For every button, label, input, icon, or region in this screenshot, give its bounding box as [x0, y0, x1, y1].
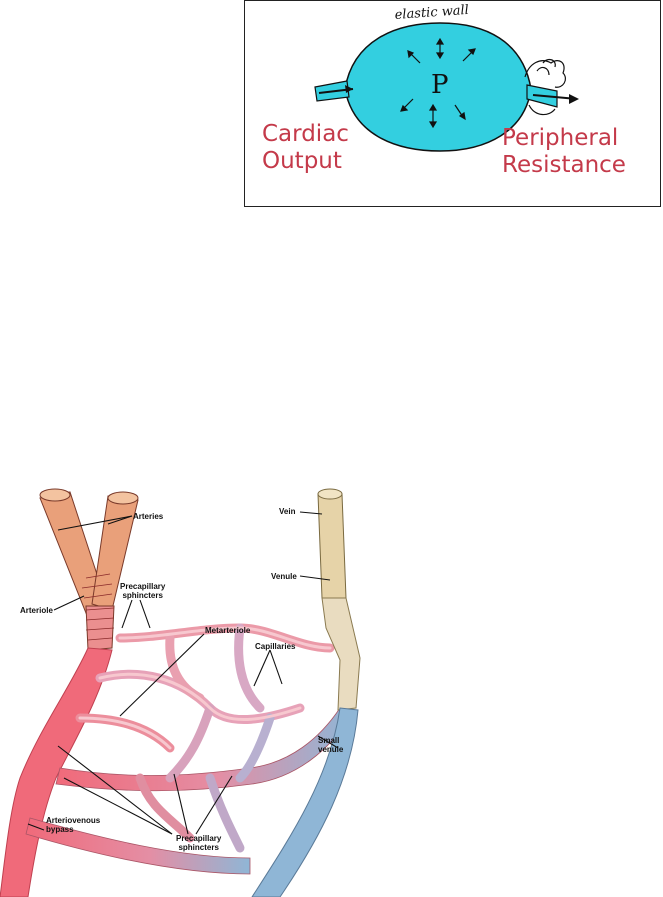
arteriole-label: Arteriole: [20, 606, 53, 615]
precapillary-sphincters-bottom-label: Precapillary sphincters: [176, 834, 221, 852]
metarteriole-label: Metarteriole: [205, 626, 250, 635]
cardiac-output-label: Cardiac Output: [262, 121, 349, 175]
peripheral-resistance-label: Peripheral Resistance: [502, 125, 626, 179]
venule-label: Venule: [271, 572, 297, 581]
capillaries-label: Capillaries: [255, 642, 295, 651]
vein: [318, 489, 346, 598]
microcirculation-figure: Arteries Arteriole Precapillary sphincte…: [0, 478, 380, 897]
small-venule-label: Small venule: [318, 736, 343, 754]
capillary-network: [80, 628, 330, 848]
pressure-reservoir-figure: P elastic wall Cardiac Output Peripheral…: [244, 0, 661, 207]
arteries-label: Arteries: [133, 512, 163, 521]
pressure-symbol: P: [431, 70, 449, 100]
venule: [322, 598, 360, 710]
precapillary-sphincters-top-label: Precapillary sphincters: [120, 582, 165, 600]
elastic-wall-label: elastic wall: [394, 3, 469, 23]
arteriovenous-bypass-label: Arteriovenous bypass: [46, 816, 100, 834]
vein-label: Vein: [279, 507, 295, 516]
